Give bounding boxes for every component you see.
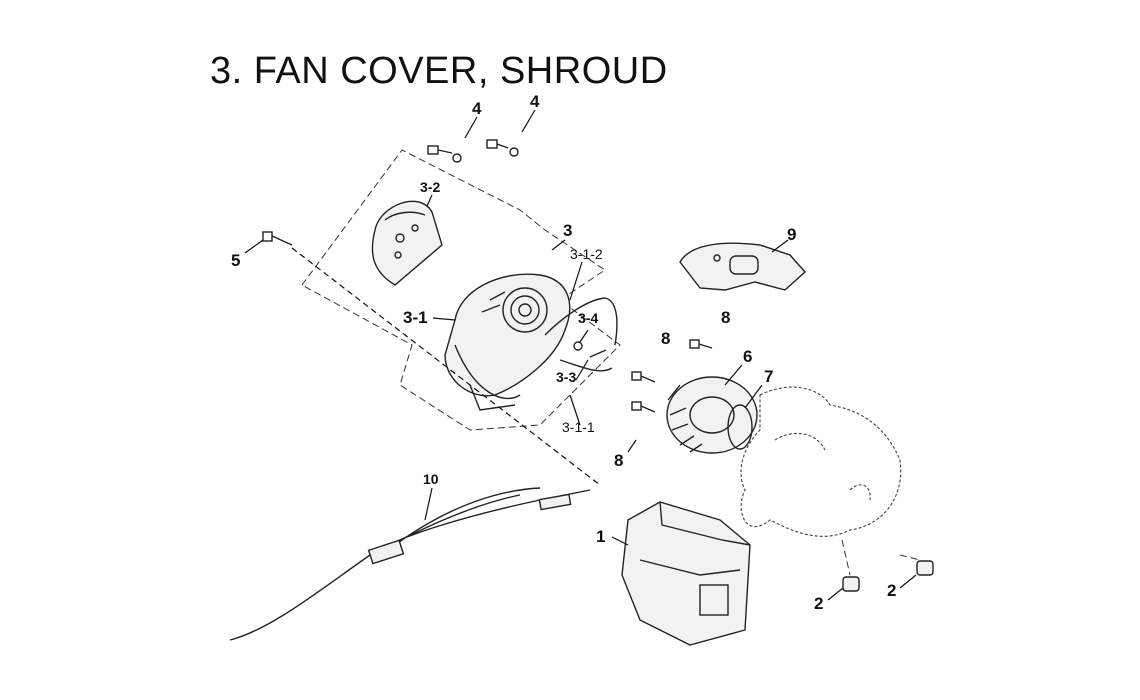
callout-9: 9 <box>787 225 796 244</box>
seal-strip-part-3-1-1 <box>559 359 613 372</box>
bolt-part-4-right <box>486 139 519 157</box>
bolt-part-4-left <box>427 145 462 163</box>
page-title: 3. FAN COVER, SHROUD <box>210 50 668 92</box>
ring-part-7 <box>727 404 753 450</box>
callout-4-left: 4 <box>472 99 482 118</box>
callout-3-3: 3-3 <box>556 369 576 385</box>
callout-2-left: 2 <box>814 594 823 613</box>
shroud-part-1 <box>621 501 751 646</box>
callout-10: 10 <box>423 471 439 487</box>
callout-3-1: 3-1 <box>403 308 428 327</box>
seal-strip-part-3-1-2 <box>544 297 618 346</box>
assembly-outline <box>301 149 621 431</box>
callout-3-2: 3-2 <box>420 179 440 195</box>
cable-part-10 <box>229 487 591 641</box>
damper-part-2-left <box>842 576 860 592</box>
callout-5: 5 <box>231 251 240 270</box>
bolt-part-8-mid <box>631 371 656 383</box>
callout-6: 6 <box>743 347 752 366</box>
callout-8-mid: 8 <box>661 329 670 348</box>
fan-cover-part-3-1 <box>444 273 571 411</box>
callout-3-4: 3-4 <box>578 310 598 326</box>
bolt-part-3-4 <box>573 341 607 358</box>
callout-7: 7 <box>764 367 773 386</box>
callout-3-1-1: 3-1-1 <box>562 419 595 435</box>
callout-3-1-2: 3-1-2 <box>570 246 603 262</box>
callout-4-right: 4 <box>530 92 540 111</box>
callout-8-low: 8 <box>614 451 623 470</box>
damper-part-2-right <box>916 560 934 576</box>
bolt-part-8-top <box>689 339 713 349</box>
callout-8-top: 8 <box>721 308 730 327</box>
bolt-part-8-low <box>631 401 656 413</box>
gasket-part-9 <box>679 242 806 291</box>
flywheel-fan-part-6 <box>666 376 758 454</box>
screw-part-5 <box>262 231 293 246</box>
callout-2-right: 2 <box>887 581 896 600</box>
leader-lines <box>244 109 917 601</box>
callout-1: 1 <box>596 527 605 546</box>
callout-3: 3 <box>563 221 572 240</box>
shroud-plate-part-3-2 <box>371 200 443 286</box>
engine-block-outline <box>740 386 902 537</box>
